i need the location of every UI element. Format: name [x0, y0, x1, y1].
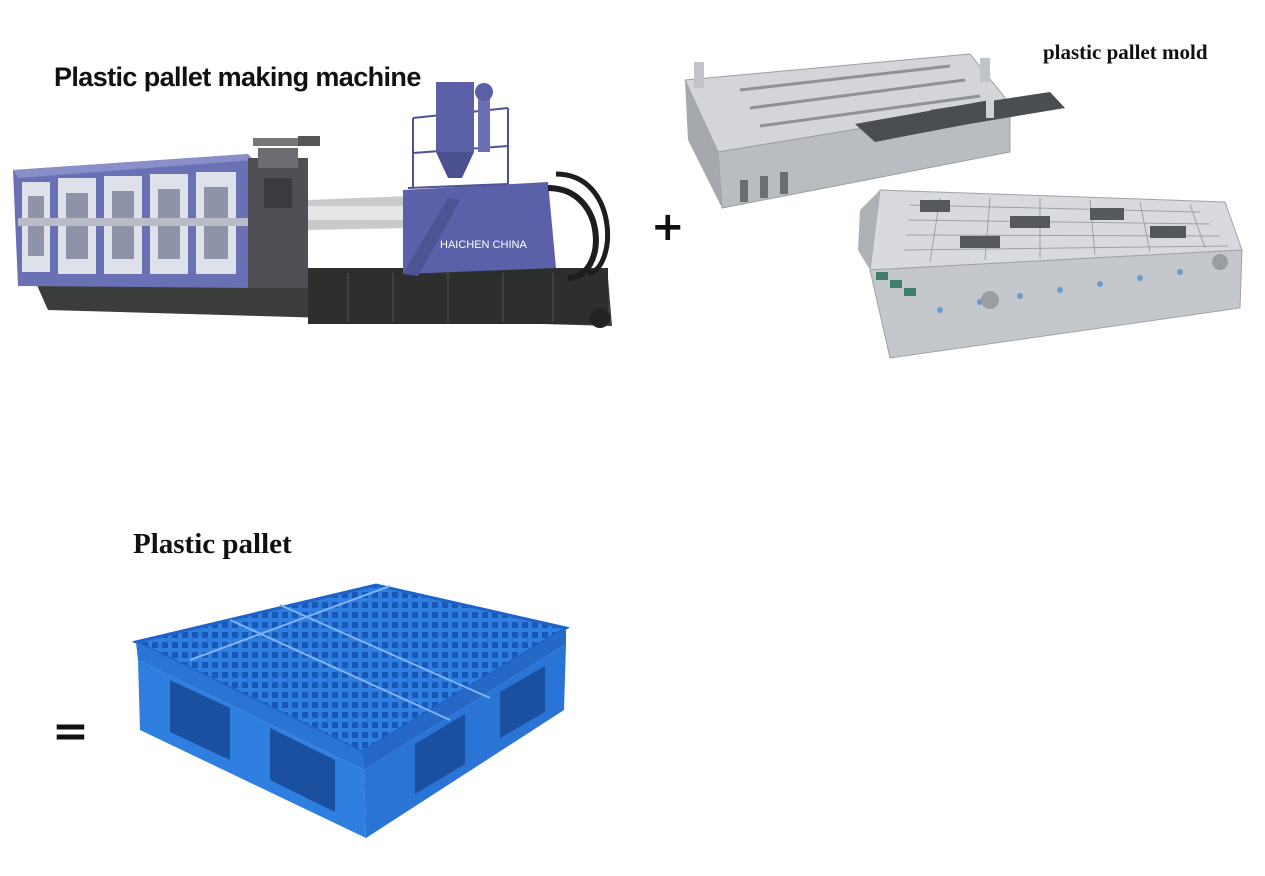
pallet-mold-icon [684, 53, 1243, 359]
machine-brand-label: HAICHEN CHINA [440, 239, 527, 251]
injection-molding-machine-icon: HAICHEN CHINA [13, 82, 612, 328]
plastic-pallet-icon [131, 583, 570, 838]
equals-operator: = [52, 706, 89, 757]
plus-operator: + [651, 204, 685, 250]
pallet-title: Plastic pallet [133, 528, 292, 560]
machine-title: Plastic pallet making machine [54, 62, 421, 92]
mold-title: plastic pallet mold [1043, 40, 1208, 64]
